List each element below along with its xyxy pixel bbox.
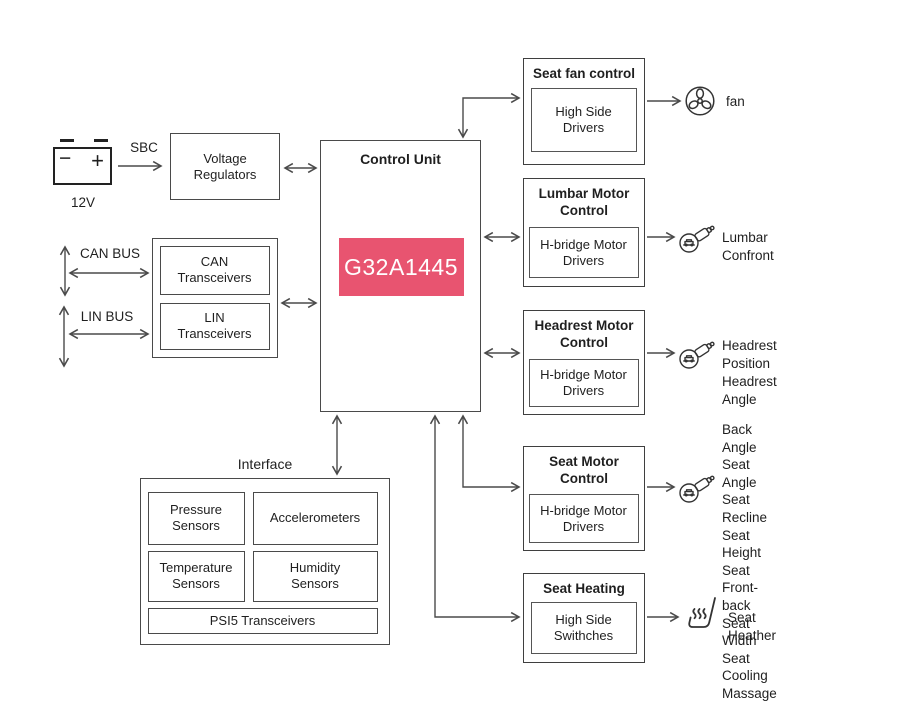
temperature-sensors-box: Temperature Sensors xyxy=(147,550,245,602)
lumbar-output-label: Lumbar Confront xyxy=(722,230,774,263)
headrest-output-labels: Headrest Position Headrest Angle xyxy=(722,337,777,409)
connector-control-unit-to-seat-motor xyxy=(457,414,521,493)
fan-output-label: fan xyxy=(726,94,745,109)
g32a1445-chip: G32A1445 xyxy=(338,237,464,296)
fan-icon xyxy=(685,86,715,116)
output-label: Seat Recline xyxy=(722,492,768,525)
sbc-label: SBC xyxy=(130,140,158,155)
battery-minus-terminal-label: − xyxy=(59,147,72,170)
output-label: Massage xyxy=(722,685,777,701)
seat-heating-module: Seat Heating High Side Swithches xyxy=(523,573,645,663)
control-unit-box: Control Unit G32A1445 xyxy=(320,140,481,412)
lumbar-motor-control-module: Lumbar Motor Control H-bridge Motor Driv… xyxy=(523,178,645,287)
can-bus-label: CAN BUS xyxy=(79,246,140,261)
interface-group-box: Pressure Sensors Accelerometers Temperat… xyxy=(140,478,390,645)
battery-terminal-bar xyxy=(60,139,74,142)
module-title: Headrest Motor Control xyxy=(534,318,634,350)
connector-control-unit-to-seat-heating xyxy=(429,414,521,623)
output-label: Seat Height xyxy=(722,527,762,561)
module-title: Seat fan control xyxy=(532,66,635,81)
pressure-sensors-box: Pressure Sensors xyxy=(147,491,245,545)
seat-motor-control-module: Seat Motor Control H-bridge Motor Driver… xyxy=(523,446,645,551)
car-plug-motor-icon xyxy=(679,225,715,253)
output-label: Back Angle xyxy=(722,422,757,455)
lin-transceivers-box: LIN Transceivers xyxy=(159,302,270,350)
output-label: Headrest Angle xyxy=(722,374,777,407)
car-plug-motor-icon xyxy=(679,475,715,503)
headrest-motor-control-module: Headrest Motor Control H-bridge Motor Dr… xyxy=(523,310,645,415)
battery-icon: − + xyxy=(53,147,112,185)
battery-voltage-label: 12V xyxy=(70,195,96,210)
h-bridge-motor-drivers-box: H-bridge Motor Drivers xyxy=(528,494,639,543)
battery-plus-terminal-label: + xyxy=(91,148,104,173)
can-transceivers-box: CAN Transceivers xyxy=(159,245,270,295)
output-label: Seat Width xyxy=(722,615,757,649)
lin-bus-label: LIN BUS xyxy=(80,309,134,324)
module-title: Lumbar Motor Control xyxy=(538,186,630,218)
seat-fan-control-module: Seat fan control High Side Drivers xyxy=(523,58,645,165)
module-title: Seat Heating xyxy=(543,581,625,596)
psi5-transceivers-box: PSI5 Transceivers xyxy=(147,607,378,634)
seat-heating-output-label: Seat Heather xyxy=(728,610,777,643)
humidity-sensors-box: Humidity Sensors xyxy=(252,550,378,602)
seat-motor-output-labels: Back Angle Seat Angle Seat Recline Seat … xyxy=(722,421,777,703)
voltage-regulators-box: Voltage Regulators xyxy=(170,133,280,200)
output-label: Headrest Position xyxy=(722,338,777,371)
car-plug-motor-icon xyxy=(679,341,715,369)
output-label: Seat Cooling xyxy=(722,650,768,684)
transceivers-group-box: CAN Transceivers LIN Transceivers xyxy=(152,238,278,358)
output-label: Seat Front-back xyxy=(722,562,759,613)
battery-terminal-bar xyxy=(94,139,108,142)
interface-title: Interface xyxy=(237,456,293,472)
high-side-switches-box: High Side Swithches xyxy=(530,602,637,654)
output-label: Seat Angle xyxy=(722,457,757,490)
h-bridge-motor-drivers-box: H-bridge Motor Drivers xyxy=(528,227,639,278)
control-unit-title: Control Unit xyxy=(360,151,441,167)
h-bridge-motor-drivers-box: H-bridge Motor Drivers xyxy=(528,359,639,407)
high-side-drivers-box: High Side Drivers xyxy=(530,88,637,152)
accelerometers-box: Accelerometers xyxy=(252,491,378,545)
connector-control-unit-to-seat-fan xyxy=(457,92,521,139)
module-title: Seat Motor Control xyxy=(549,454,619,486)
heated-seat-icon xyxy=(688,597,716,628)
